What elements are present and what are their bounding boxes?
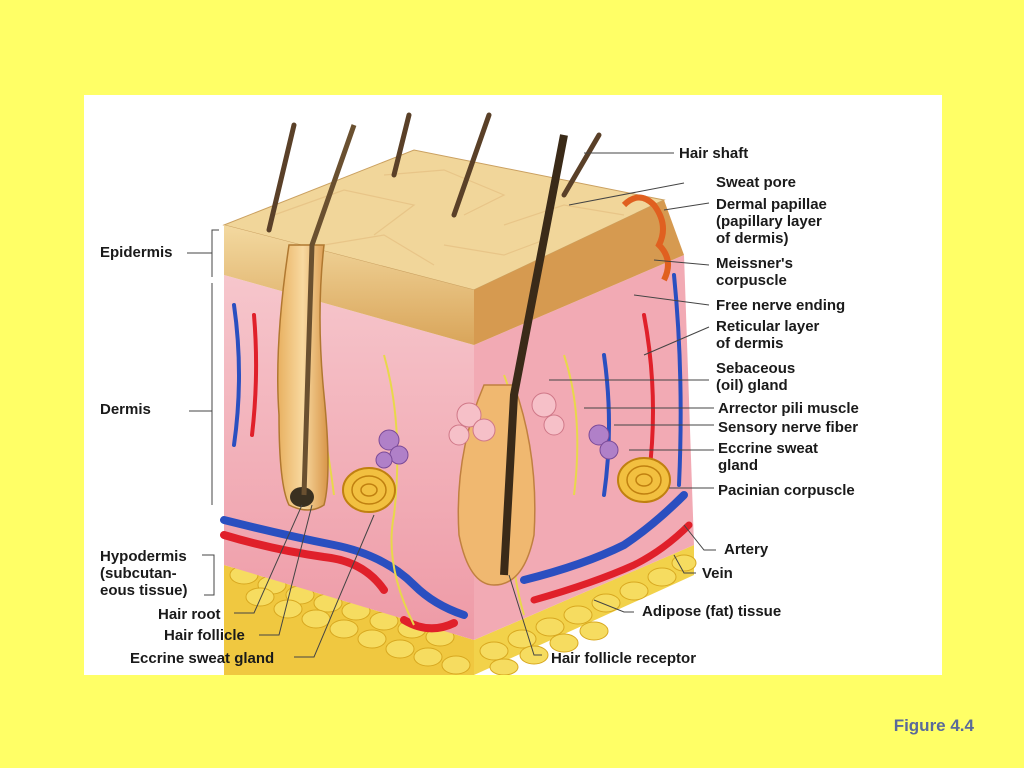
label-dermis: Dermis bbox=[100, 401, 151, 418]
label-meissners-corpuscle: Meissner's corpuscle bbox=[716, 255, 793, 289]
label-hair-root: Hair root bbox=[158, 606, 221, 623]
artery-vessel-right bbox=[530, 521, 693, 604]
label-arrector-pili-muscle: Arrector pili muscle bbox=[718, 400, 859, 417]
label-sweat-pore: Sweat pore bbox=[716, 174, 797, 191]
pacinian-corpuscle-left bbox=[342, 467, 396, 513]
artery-vessel-left bbox=[220, 531, 388, 594]
hair-follicle-left bbox=[277, 244, 329, 511]
hair-strand-4 bbox=[561, 132, 602, 198]
leader-lines bbox=[187, 152, 716, 658]
figure-caption: Figure 4.4 bbox=[893, 716, 974, 735]
hair-root-bulb bbox=[290, 487, 314, 507]
label-adipose-tissue: Adipose (fat) tissue bbox=[642, 603, 782, 620]
label-dermal-papillae: Dermal papillae (papillary layer of derm… bbox=[716, 196, 827, 247]
label-sensory-nerve-fiber: Sensory nerve fiber bbox=[718, 419, 859, 436]
label-hair-follicle: Hair follicle bbox=[164, 627, 245, 644]
eccrine-sweat-gland-coil bbox=[375, 424, 619, 469]
label-hair-follicle-receptor: Hair follicle receptor bbox=[551, 650, 697, 667]
vein-vessel-left bbox=[220, 516, 468, 619]
label-free-nerve-ending: Free nerve ending bbox=[716, 297, 846, 314]
label-epidermis: Epidermis bbox=[100, 244, 173, 261]
hair-strand-left bbox=[301, 124, 357, 496]
label-artery: Artery bbox=[724, 541, 769, 558]
skin-diagram-panel: Hair shaft Sweat pore Dermal papillae (p… bbox=[84, 95, 942, 675]
label-pacinian-corpuscle: Pacinian corpuscle bbox=[718, 482, 855, 499]
vein-vessel-right bbox=[520, 491, 688, 584]
skin-cross-section-illustration bbox=[187, 112, 716, 675]
label-eccrine-sweat-gland-bottom: Eccrine sweat gland bbox=[130, 650, 275, 667]
label-eccrine-sweat-gland-right: Eccrine sweat gland bbox=[718, 440, 819, 474]
hair-strand-3 bbox=[451, 112, 492, 218]
artery-vessel-bottom bbox=[400, 616, 458, 633]
hair-strand-2 bbox=[391, 112, 412, 178]
label-reticular-layer: Reticular layer of dermis bbox=[716, 318, 820, 352]
sebaceous-gland bbox=[448, 392, 565, 446]
adipose-layer bbox=[224, 545, 697, 675]
label-hair-shaft: Hair shaft bbox=[679, 145, 749, 162]
epidermis-front-face bbox=[224, 225, 474, 345]
label-sebaceous-gland: Sebaceous (oil) gland bbox=[716, 360, 796, 394]
epidermis-side-face bbox=[474, 200, 684, 345]
pacinian-corpuscle-right bbox=[617, 457, 671, 503]
label-hypodermis: Hypodermis (subcutan- eous tissue) bbox=[100, 548, 188, 599]
label-vein: Vein bbox=[702, 565, 733, 582]
hair-strand-center bbox=[500, 134, 568, 576]
hair-strand-1 bbox=[266, 122, 297, 233]
